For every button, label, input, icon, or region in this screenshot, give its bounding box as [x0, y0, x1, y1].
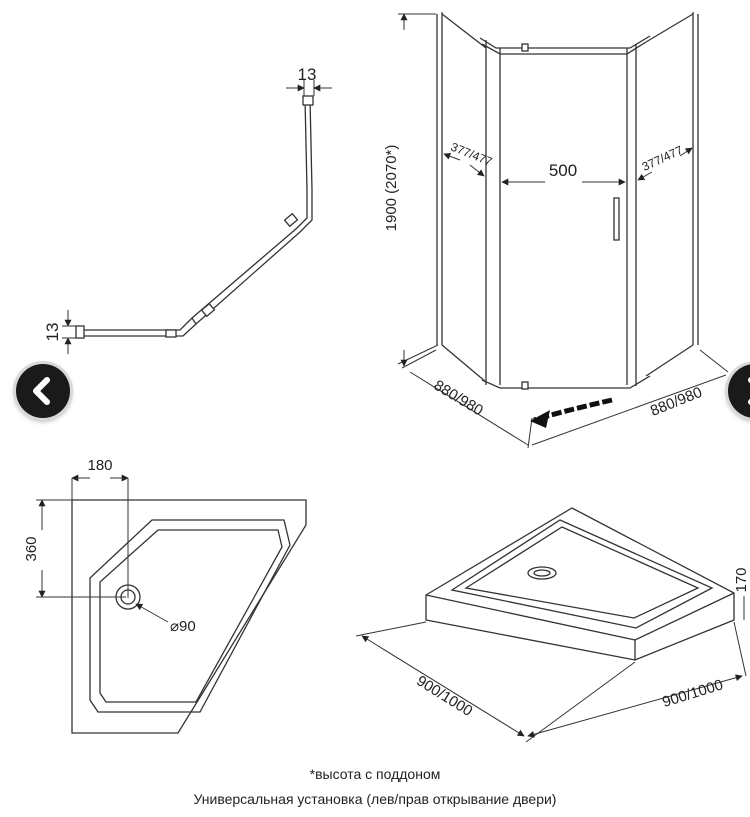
cabin-left-panel-label: 377/477: [449, 140, 495, 169]
cabin-door-label: 500: [549, 161, 577, 180]
tray-plan: [71, 499, 307, 734]
cabin-dim-base: [401, 349, 729, 449]
chevron-right-icon: [748, 377, 750, 405]
tray-iso-left-label: 900/1000: [413, 672, 475, 720]
glass-profile-plan: [75, 95, 314, 339]
drain-leader: [135, 603, 169, 623]
cabin-dim-right-panel: [637, 147, 693, 181]
tray-offset-label: 180: [87, 457, 112, 474]
cabin-left-side-label: 880/980: [431, 377, 486, 420]
tray-depth-label: 360: [23, 536, 40, 561]
cabin-dim-height: [397, 13, 439, 367]
profile-dim-left-label: 13: [43, 323, 62, 342]
profile-dim-top: [286, 80, 332, 96]
drain-label: ⌀90: [170, 618, 196, 635]
tray-isometric: [425, 507, 735, 661]
cabin-dim-left-panel: [443, 152, 485, 177]
install-caption: Универсальная установка (лев/прав открыв…: [193, 791, 557, 807]
profile-dim-top-label: 13: [298, 65, 317, 84]
prev-button[interactable]: [16, 364, 70, 418]
shower-cabin: [436, 12, 699, 390]
cabin-right-panel-label: 377/477: [640, 143, 686, 174]
height-note: *высота с поддоном: [309, 766, 441, 782]
tray-iso-dims: [355, 596, 747, 743]
tray-iso-right-label: 900/1000: [660, 676, 725, 711]
next-button[interactable]: [728, 364, 750, 418]
door-opening-arrow-icon: [530, 397, 613, 428]
profile-dim-left: [62, 310, 76, 354]
tray-dim-offset: [71, 474, 129, 598]
cabin-height-label: 1900 (2070*): [383, 145, 400, 232]
tray-iso-height-label: 170: [733, 567, 750, 592]
tray-dim-depth: [36, 499, 126, 598]
chevron-left-icon: [33, 377, 50, 405]
cabin-right-side-label: 880/980: [648, 384, 705, 420]
